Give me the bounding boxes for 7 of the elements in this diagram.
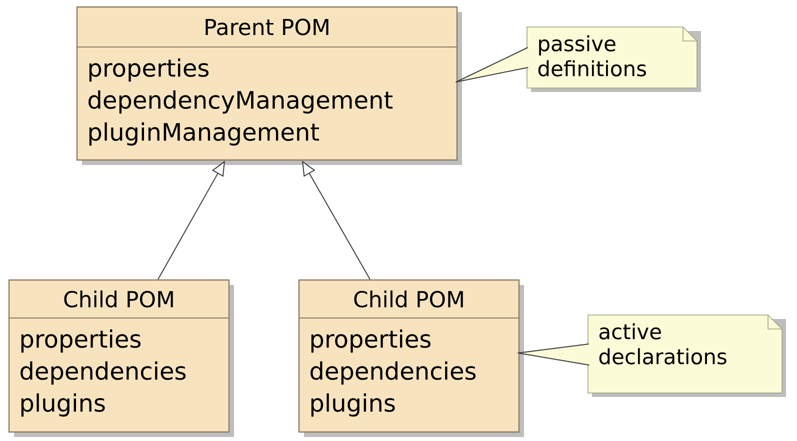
class-box: Child POM properties dependencies plugins [298, 279, 524, 437]
note-connector [456, 47, 528, 82]
class-box: Child POM properties dependencies plugins [8, 279, 234, 437]
class-box: Parent POM properties dependencyManagement pluginManagement [76, 6, 462, 165]
note-box: passive definitions [526, 26, 701, 92]
note-connector [518, 343, 590, 366]
note-box: active declarations [588, 314, 786, 397]
